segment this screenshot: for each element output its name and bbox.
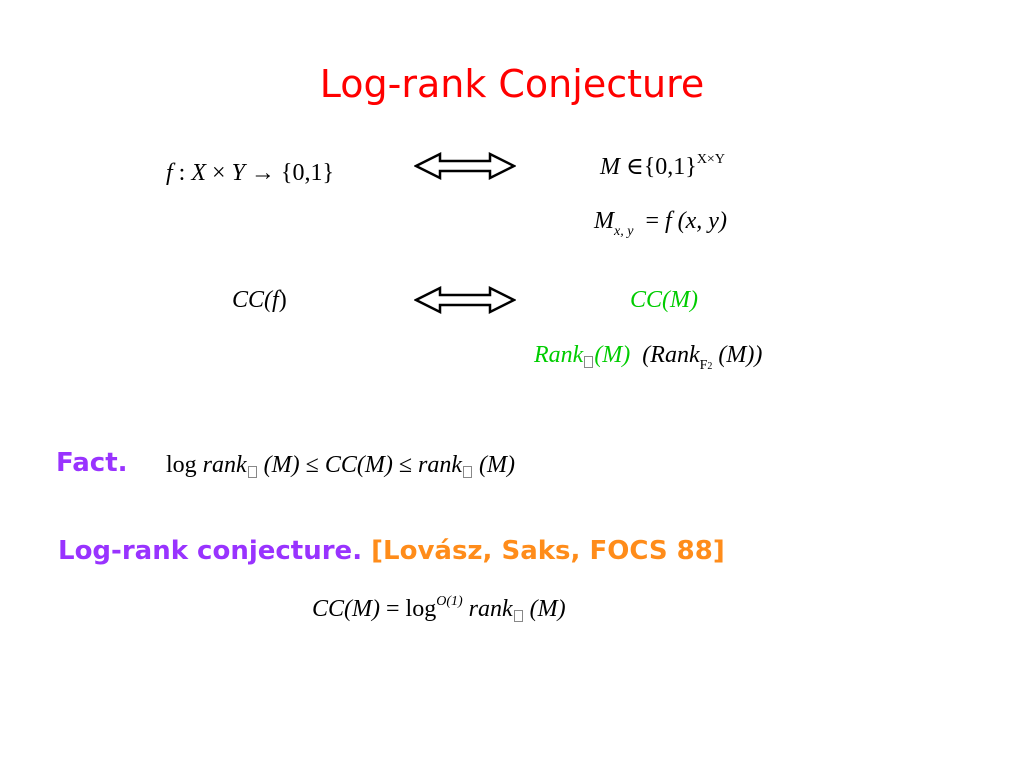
fact-label: Fact. [56,448,128,478]
field-placeholder-icon [463,466,472,478]
log-symbol: log [405,596,437,622]
field-f-symbol: F [699,358,708,373]
conjecture-citation: [Lovász, Saks, FOCS 88] [371,536,725,566]
cc-label: CC(M) [324,452,393,478]
fact-expression: log rank (M) ≤ CC(M) ≤ rank (M) [166,452,515,479]
equals-symbol: = [645,208,659,234]
matrix-symbol: M [600,154,620,180]
times-symbol: × [212,160,226,186]
field-subscript-2: 2 [707,361,713,372]
close-paren: ) [278,287,287,313]
rank-label: rank [418,452,462,478]
cc-label: CC(M) [312,596,380,622]
binary-set: {0,1} [643,154,697,180]
cc-label: CC(M) [630,287,698,313]
rank-argument: (M) [479,452,515,478]
y-set: Y [231,160,245,186]
entry-subscript: x, y [614,224,634,239]
log-symbol: log [166,452,197,478]
matrix-definition: M ∈{0,1}X×Y [600,152,725,181]
rank-line: Rank (M) (RankF2 (M)) [534,342,763,373]
colon: : [178,160,186,186]
double-arrow-icon [414,285,516,315]
element-of-symbol: ∈ [626,154,644,180]
rank-label: Rank [534,342,584,368]
rank-label: rank [468,596,513,622]
matrix-entry-definition: Mx, y = f (x, y) [594,208,727,239]
f-symbol: f [664,208,672,234]
cc-of-function: CC(f) [232,287,287,314]
rank-argument: (M) [529,596,566,622]
x-set: X [191,160,207,186]
cc-of-matrix: CC(M) [630,287,698,314]
field-placeholder-icon [247,466,257,478]
rank-f2-label: (Rank [642,342,700,368]
equals-symbol: = [386,596,400,622]
arguments: (x, y) [677,208,727,234]
rank-argument: (M) [263,452,300,478]
double-arrow-icon [414,151,516,181]
rank-f2-argument: (M)) [718,342,763,368]
cc-label: CC( [232,287,273,313]
page-title: Log-rank Conjecture [319,62,705,106]
conjecture-heading: Log-rank conjecture. [Lovász, Saks, FOCS… [58,536,725,566]
exponent: X×Y [696,152,725,167]
binary-set: {0,1} [280,160,334,186]
rank-label: rank [202,452,247,478]
field-placeholder-icon [513,610,523,622]
field-placeholder-icon [584,356,594,368]
function-definition: f : X × Y → {0,1} [166,160,334,187]
f-symbol: f [272,287,279,313]
rank-argument: (M) [594,342,631,368]
conjecture-expression: CC(M) = logO(1) rank (M) [312,594,566,623]
matrix-symbol: M [594,208,614,234]
exponent: O(1) [436,594,463,609]
arrow-symbol: → [250,160,275,186]
f-symbol: f [166,160,173,186]
conjecture-label: Log-rank conjecture. [58,536,363,566]
leq-symbol: ≤ [305,452,319,478]
leq-symbol: ≤ [398,452,412,478]
